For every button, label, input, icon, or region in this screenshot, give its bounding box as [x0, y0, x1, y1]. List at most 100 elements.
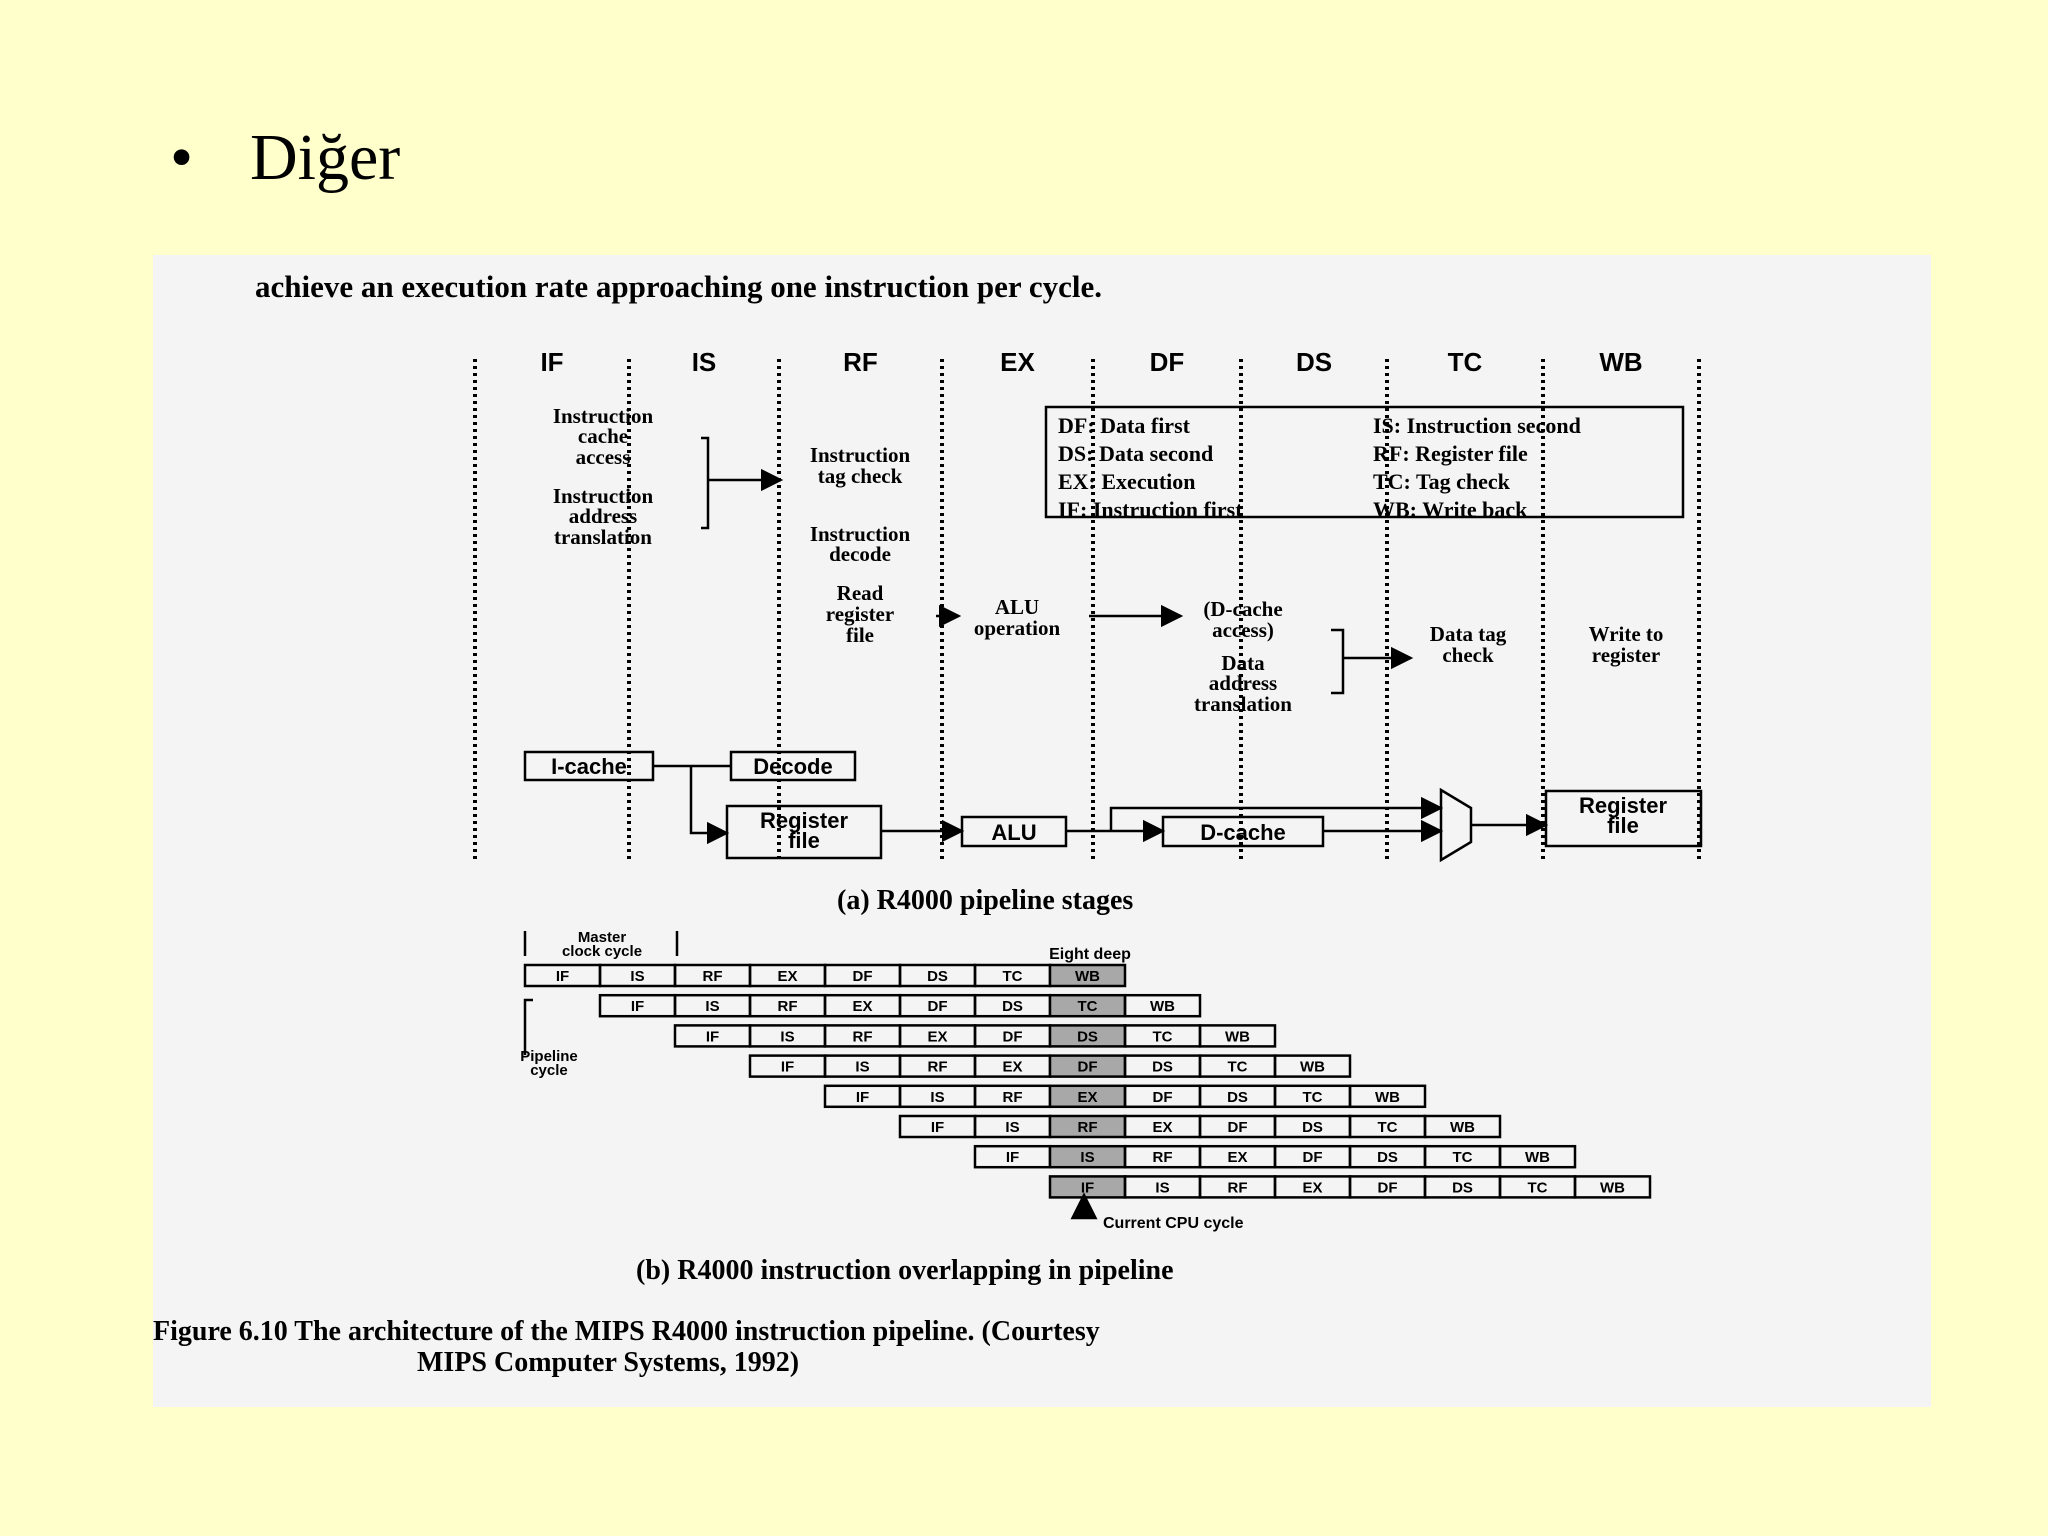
legend-entry: IF: Instruction first [1058, 497, 1243, 522]
decode-label: Decode [753, 754, 832, 779]
caption-a: (a) R4000 pipeline stages [837, 885, 1133, 916]
pipeline-cell-label: EX [777, 968, 797, 985]
df-op-text: (D-cache [1203, 597, 1282, 621]
mux-shape [1439, 787, 1473, 863]
pipeline-cell-label: RF [1003, 1089, 1023, 1106]
pipeline-cell-label: TC [1078, 998, 1098, 1015]
pipeline-cell-label: DF [1228, 1119, 1248, 1136]
pipeline-diagram: achieve an execution rate approaching on… [153, 269, 1703, 1378]
stage-header-ex: EX [1000, 347, 1035, 377]
eight-deep-label: Eight deep [1049, 946, 1131, 963]
pipeline-cell-label: IS [1080, 1149, 1094, 1166]
pipeline-cell-label: WB [1525, 1149, 1550, 1166]
pipeline-cell-label: RF [1228, 1179, 1248, 1196]
legend-entry: EX: Execution [1058, 469, 1196, 494]
pipeline-cell-label: IS [1005, 1119, 1019, 1136]
pipeline-cell-label: RF [778, 998, 798, 1015]
slide-heading: • Diğer [170, 118, 400, 198]
wb-op-text: Write to [1589, 622, 1664, 646]
pipeline-cell-label: WB [1150, 998, 1175, 1015]
df-op-text: Data [1221, 651, 1265, 675]
pipeline-cell-label: DS [1452, 1179, 1473, 1196]
if-op-text: cache [578, 424, 628, 448]
pipeline-cell [1273, 1054, 1352, 1078]
pipeline-cell-label: IS [855, 1059, 869, 1076]
if-op-text: translation [554, 525, 652, 549]
wb-op-text: register [1592, 643, 1660, 667]
pipeline-cell [1498, 1144, 1577, 1169]
rf-op-text: register [826, 602, 894, 626]
pipeline-cell-label: TC [1453, 1149, 1473, 1166]
stage-header-df: DF [1150, 347, 1185, 377]
tc-op-text: check [1442, 643, 1494, 667]
pipeline-cell [1573, 1175, 1652, 1199]
rf-op-text: decode [829, 542, 891, 566]
legend-entry: WB: Write back [1373, 497, 1528, 522]
pipeline-cell-label: EX [1152, 1119, 1172, 1136]
stage-header-rf: RF [843, 347, 878, 377]
pipeline-cell-label: IS [780, 1028, 794, 1045]
pipeline-cell-label: TC [1303, 1089, 1323, 1106]
icache-label: I-cache [551, 754, 627, 779]
pipeline-cell-label: WB [1075, 968, 1100, 985]
pipeline-cell-label: IS [630, 968, 644, 985]
pipeline-cell-label: EX [852, 998, 872, 1015]
pipeline-cell-label: IF [1081, 1179, 1094, 1196]
pipeline-cell-label: DS [1227, 1089, 1248, 1106]
pipeline-cell-label: DS [1002, 998, 1023, 1015]
legend-entry: IS: Instruction second [1373, 413, 1581, 438]
pipeline-cell-label: DS [1302, 1119, 1323, 1136]
pipeline-cell-label: IF [706, 1028, 719, 1045]
pipeline-cell-label: IF [856, 1089, 869, 1106]
if-op-text: Instruction [553, 484, 654, 508]
pipeline-cell-label: IF [631, 998, 644, 1015]
pipeline-cell-label: EX [1077, 1089, 1097, 1106]
caption-b: (b) R4000 instruction overlapping in pip… [636, 1255, 1174, 1286]
heading-text: Diğer [250, 121, 401, 194]
pipeline-cell-label: RF [853, 1028, 873, 1045]
pipeline-cell-label: IS [930, 1089, 944, 1106]
if-op-text: access [576, 445, 631, 469]
if-op-text: Instruction [553, 404, 654, 428]
pipeline-cell-label: WB [1375, 1089, 1400, 1106]
pipeline-cell-label: TC [1228, 1059, 1248, 1076]
pipeline-cell-label: EX [927, 1028, 947, 1045]
pipeline-cell-label: DF [1378, 1179, 1398, 1196]
pipeline-cell-label: IF [1006, 1149, 1019, 1166]
legend-box [1044, 405, 1685, 519]
df-op-text: address [1209, 671, 1277, 695]
pipeline-cell-label: DF [1153, 1089, 1173, 1106]
pipeline-cell-label: WB [1450, 1119, 1475, 1136]
pipeline-cell [1423, 1114, 1502, 1139]
pipeline-cell-label: DS [1377, 1149, 1398, 1166]
pipeline-cell-label: IS [705, 998, 719, 1015]
pipeline-cell [1198, 1024, 1277, 1048]
pipeline-cell-label: RF [928, 1059, 948, 1076]
pipeline-cell-label: IS [1155, 1179, 1169, 1196]
df-op-text: access) [1212, 618, 1274, 642]
pipeline-cell-label: RF [703, 968, 723, 985]
legend-entry: TC: Tag check [1373, 469, 1511, 494]
pipeline-cell-label: IF [781, 1059, 794, 1076]
pipeline-cell-label: IF [931, 1119, 944, 1136]
pipeline-cell-label: EX [1302, 1179, 1322, 1196]
pipeline-cell-label: DS [1152, 1059, 1173, 1076]
rf-op-text: file [846, 623, 874, 647]
bullet-icon: • [170, 121, 194, 194]
stage-header-if: IF [540, 347, 563, 377]
if-op-text: address [569, 504, 637, 528]
dcache-label: D-cache [1200, 820, 1286, 845]
pipeline-cell-label: DS [1077, 1028, 1098, 1045]
stage-header-wb: WB [1599, 347, 1642, 377]
pipeline-cell-label: DF [853, 968, 873, 985]
pipeline-cell-label: DF [1303, 1149, 1323, 1166]
pipeline-cell [1123, 993, 1202, 1018]
stage-header-is: IS [692, 347, 717, 377]
stage-header-tc: TC [1448, 347, 1483, 377]
ex-op-text: ALU [995, 595, 1039, 619]
figure-caption-line-2: MIPS Computer Systems, 1992) [417, 1347, 799, 1378]
